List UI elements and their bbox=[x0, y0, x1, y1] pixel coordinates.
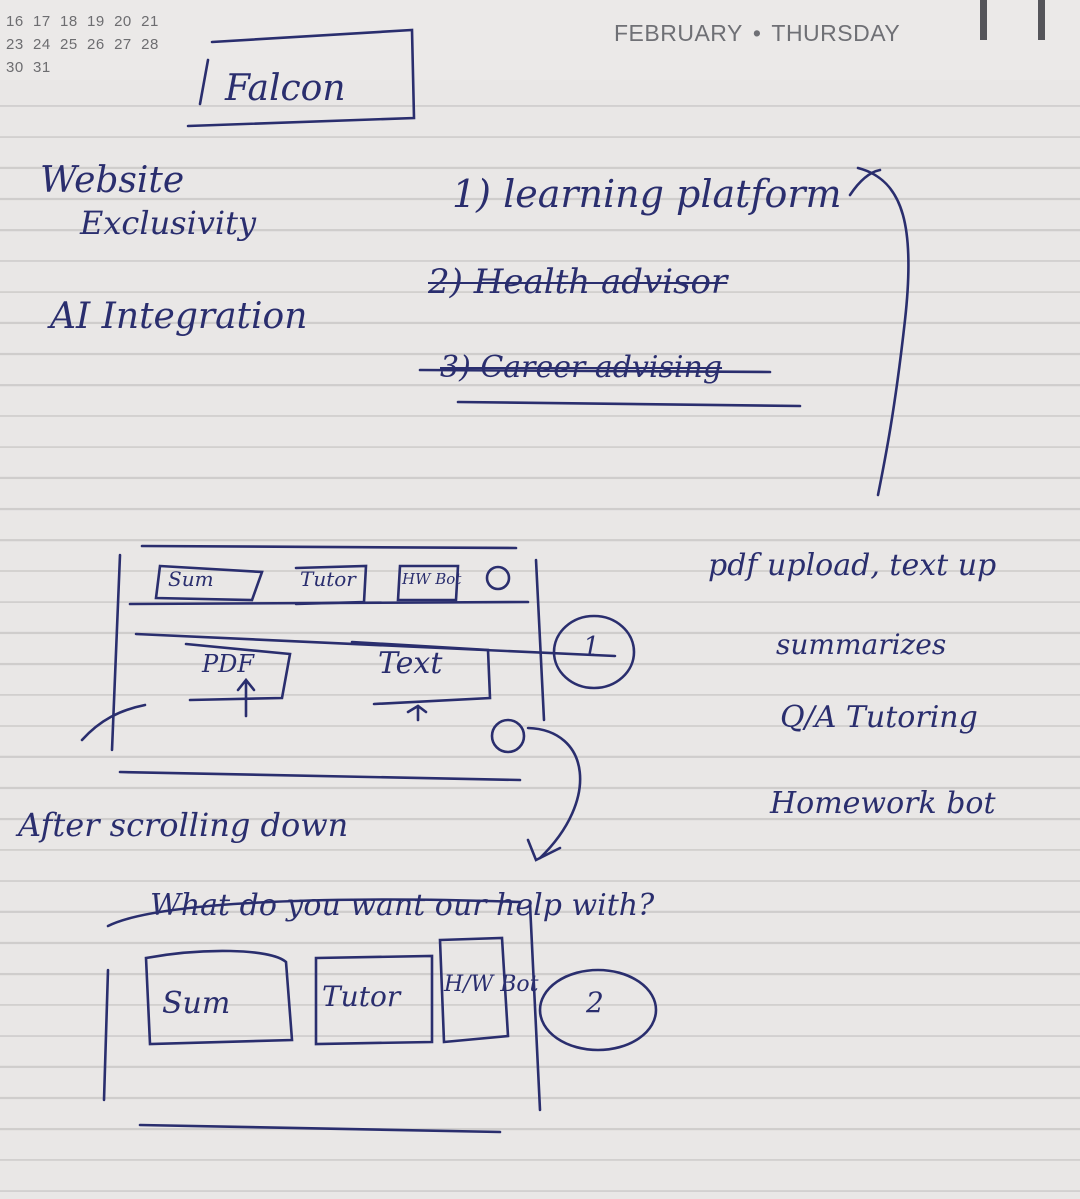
wf1-tab-sum: Sum bbox=[168, 567, 214, 591]
wf1-button-text: Text bbox=[378, 646, 443, 681]
wf2-card-tutor: Tutor bbox=[322, 980, 401, 1013]
note-ai-integration: AI Integration bbox=[50, 296, 308, 337]
note-exclusivity: Exclusivity bbox=[80, 204, 257, 242]
calendar-row: 30 31 bbox=[6, 59, 51, 76]
feature-qa-tutoring: Q/A Tutoring bbox=[780, 700, 978, 735]
option-learning-platform: 1) learning platform bbox=[452, 172, 842, 216]
wf1-tab-hwbot: HW Bot bbox=[402, 570, 462, 588]
bracket bbox=[856, 166, 910, 497]
feature-upload: pdf upload, text up bbox=[708, 548, 997, 583]
help-prompt: What do you want our help with? bbox=[150, 888, 655, 923]
weekday-label: THURSDAY bbox=[771, 20, 901, 46]
feature-summarizes: summarizes bbox=[776, 628, 947, 661]
wf1-button-pdf: PDF bbox=[202, 650, 255, 678]
marker-1-label: 1 bbox=[583, 632, 600, 662]
calendar-row: 23 24 25 26 27 28 bbox=[6, 36, 159, 53]
date-header: FEBRUARY • THURSDAY bbox=[614, 20, 900, 47]
marker-2-circle bbox=[538, 968, 658, 1052]
day-number-mark bbox=[978, 0, 1048, 40]
wf1-tab-tutor: Tutor bbox=[300, 567, 356, 591]
wireframe1-frame bbox=[140, 544, 518, 550]
option-health-advisor: 2) Health advisor bbox=[428, 262, 728, 302]
project-title: Falcon bbox=[225, 68, 346, 109]
mini-calendar: 16 17 18 19 20 21 23 24 25 26 27 28 30 3… bbox=[6, 10, 159, 79]
wf2-card-sum: Sum bbox=[162, 986, 231, 1021]
feature-homework-bot: Homework bot bbox=[770, 786, 996, 821]
wireframe2-card bbox=[144, 949, 294, 1046]
calendar-band bbox=[0, 0, 1080, 80]
option-career-advising: 3) Career advising bbox=[440, 350, 723, 385]
calendar-row: 16 17 18 19 20 21 bbox=[6, 13, 159, 30]
separator: • bbox=[752, 20, 762, 46]
wf2-card-hwbot: H/W Bot bbox=[444, 972, 539, 997]
marker-1-circle bbox=[552, 614, 636, 690]
after-scrolling-note: After scrolling down bbox=[18, 806, 349, 844]
month-label: FEBRUARY bbox=[614, 20, 743, 46]
note-website: Website bbox=[40, 160, 185, 201]
flow-arrow bbox=[526, 726, 582, 860]
marker-2-label: 2 bbox=[586, 986, 604, 1019]
title-box bbox=[186, 28, 416, 128]
